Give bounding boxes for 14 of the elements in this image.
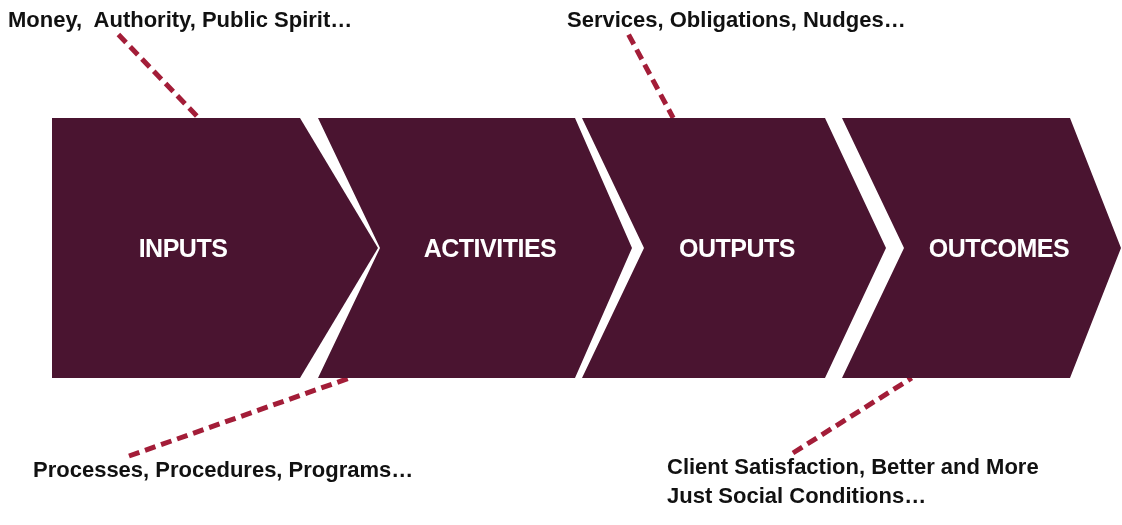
note-text: Processes, Procedures, Programs… [33,456,513,485]
chevron-shape [582,118,886,378]
stage-label: OUTCOMES [927,232,1071,264]
stage-label: OUTPUTS [678,232,796,264]
leader-line [116,32,201,120]
leader-line [626,33,676,120]
chevron-shape [842,118,1121,378]
note-text: Money, Authority, Public Spirit… [8,6,468,35]
chevron-shape [52,118,378,378]
stage-label: INPUTS [137,232,229,264]
note-text: Client Satisfaction, Better and More Just Social Conditions… [667,453,1087,511]
stage-label: ACTIVITIES [422,232,558,264]
note-text: Services, Obligations, Nudges… [567,6,1007,35]
chevron-shape [318,118,632,378]
